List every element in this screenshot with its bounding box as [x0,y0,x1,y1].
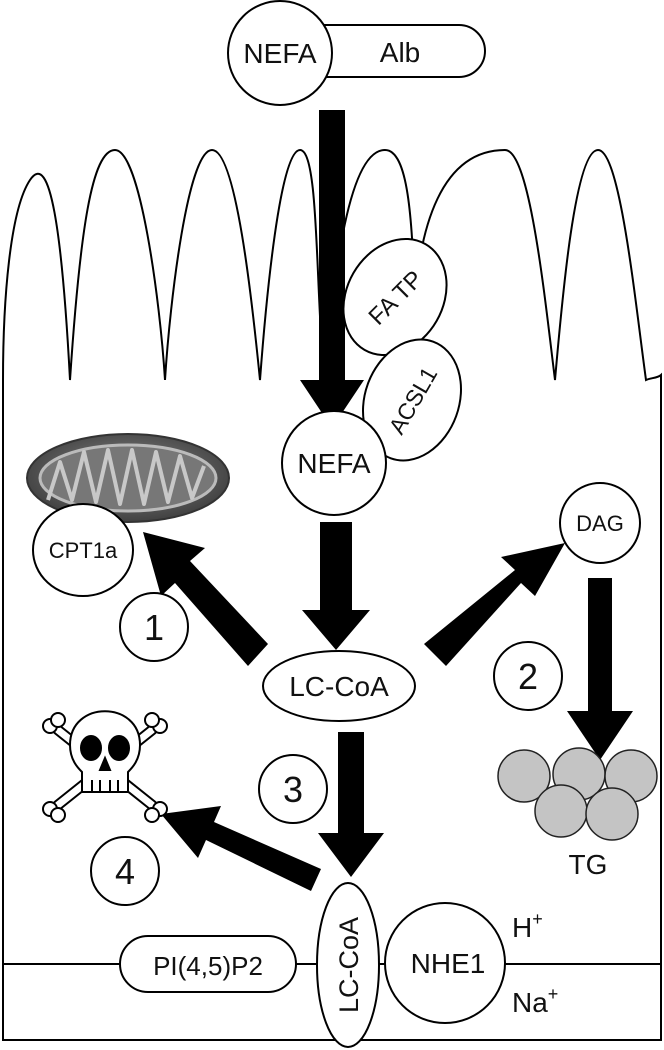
cell-membrane [1,148,662,1041]
arrow-pathway-1 [143,532,268,666]
nefa-top-label: NEFA [243,38,316,69]
mitochondrion-icon [26,433,230,523]
arrow-pathway-4 [161,806,321,891]
arrow-pathway-2 [424,543,565,666]
arrows [143,110,633,891]
dag-shape [559,482,641,564]
h-ion-label: H+ [512,909,543,943]
lccoa-center-label: LC-CoA [289,671,389,702]
lipid-droplet-icon [497,747,658,841]
pip2-shape [119,935,297,993]
pathway-marker-2: 2 [493,641,563,711]
dag-label: DAG [576,511,624,536]
pathway-marker-4: 4 [90,836,160,906]
lccoa-membrane-label: LC-CoA [334,917,364,1013]
svg-text:2: 2 [518,656,538,697]
nefa-inner-shape [281,410,387,516]
svg-text:3: 3 [283,769,303,810]
tg-label: TG [569,849,608,880]
fatp-shape [342,237,448,357]
nefa-inner-label: NEFA [297,448,370,479]
nhe1-label: NHE1 [411,948,486,979]
acsl1-shape [362,338,462,462]
arrow-pathway-3 [318,732,384,877]
nefa-top-shape [227,0,333,106]
skull-crossbones-icon [42,710,168,823]
pip2-label: PI(4,5)P2 [153,951,263,981]
arrow-dag-to-tg [567,578,633,760]
nhe1-shape [384,902,506,1024]
lccoa-center-shape [262,650,416,722]
cpt1a-label: CPT1a [49,538,118,563]
albumin-label: Alb [380,37,420,68]
lccoa-membrane-shape [316,882,380,1048]
arrow-nefa-to-lccoa [302,522,370,650]
svg-text:1: 1 [144,607,164,648]
pathway-marker-3: 3 [258,754,328,824]
arrow-uptake [300,110,364,428]
svg-text:4: 4 [115,851,135,892]
cpt1a-shape [32,503,134,597]
na-ion-label: Na+ [512,984,558,1018]
pathway-marker-1: 1 [119,592,189,662]
